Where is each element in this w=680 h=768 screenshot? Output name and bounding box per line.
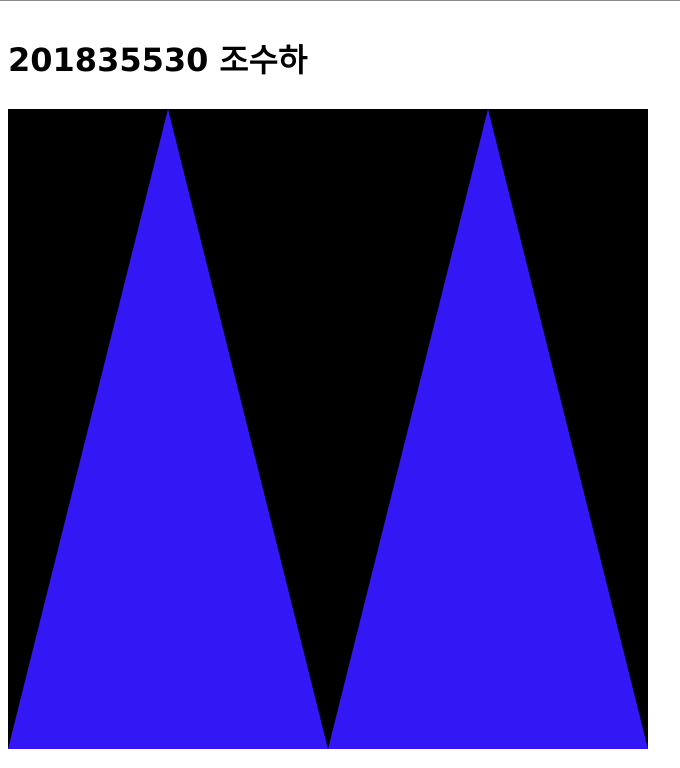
page-title: 201835530 조수하 [8, 41, 308, 79]
top-border [0, 0, 680, 1]
left-triangle [8, 109, 328, 749]
canvas-container [8, 109, 648, 749]
right-triangle [328, 109, 648, 749]
webgl-canvas [8, 109, 648, 749]
